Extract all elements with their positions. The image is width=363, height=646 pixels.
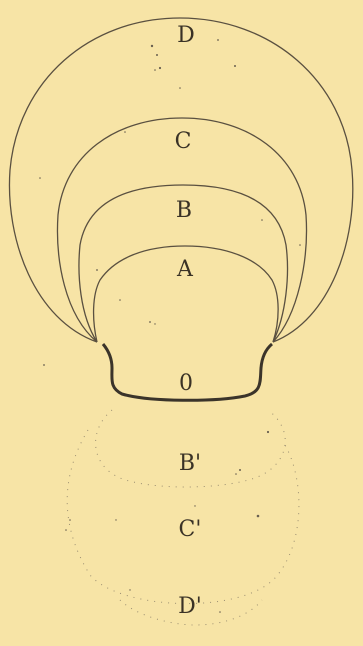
body-outline <box>101 342 273 402</box>
label-d: D <box>177 23 195 48</box>
curve-b <box>78 184 289 343</box>
label-c-prime: C' <box>178 517 202 542</box>
label-a: A <box>177 257 193 282</box>
lower-specks <box>65 430 270 613</box>
label-c: C <box>174 129 192 154</box>
specks <box>39 39 301 366</box>
curve-d <box>8 17 354 343</box>
label-d-prime: D' <box>178 594 202 619</box>
curve-a <box>92 245 279 343</box>
curve-c <box>56 117 308 343</box>
label-b: B <box>175 198 193 223</box>
label-b-prime: B' <box>178 451 202 476</box>
label-0: 0 <box>179 371 193 396</box>
